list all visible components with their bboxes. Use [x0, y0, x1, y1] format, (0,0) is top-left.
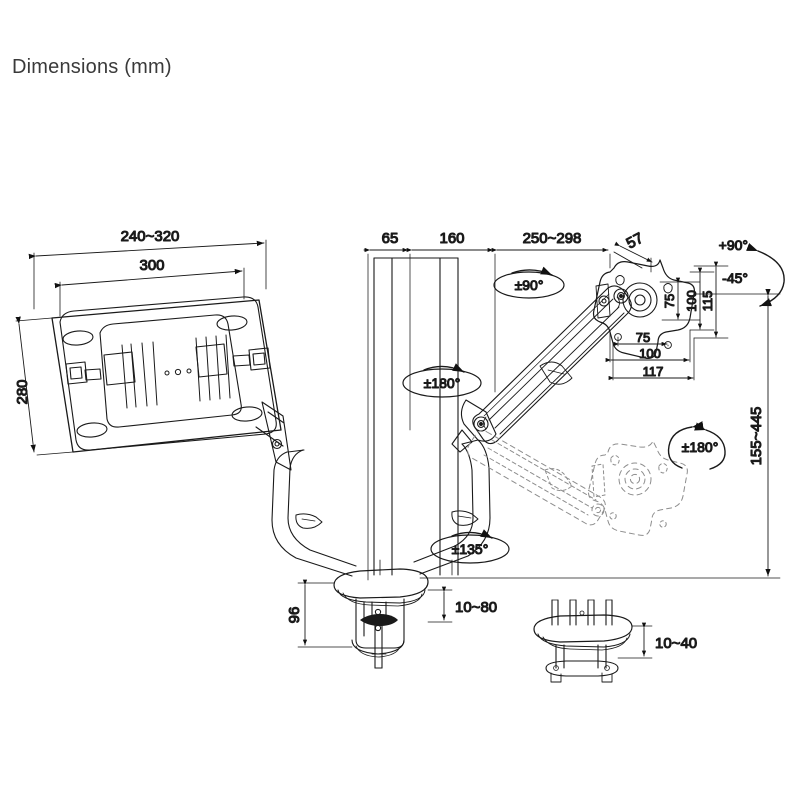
dim-left-plate-inner [54, 267, 245, 317]
angle-label-head-swivel: ±90° [515, 277, 544, 293]
dim-label-top-1: 160 [439, 230, 464, 247]
angle-label-tilt-down: -45° [722, 270, 748, 286]
left-monitor-plate [51, 296, 292, 471]
dim-label-vesa-v-2: 115 [700, 291, 715, 312]
screen-rotation-arrow [667, 421, 726, 470]
dim-label-outer-width: 240~320 [121, 228, 180, 245]
dim-label-vesa-v-1: 100 [684, 290, 699, 312]
dim-label-vesa-h-1: 100 [639, 346, 661, 361]
dim-clamp-height [297, 579, 353, 648]
dim-label-desk-thickness: 10~80 [455, 599, 497, 616]
dim-height-range [419, 288, 781, 579]
right-arm [413, 439, 491, 575]
dim-label-grommet-thickness: 10~40 [655, 635, 697, 652]
dim-label-top-3: 57 [624, 230, 647, 253]
dim-vesa-vertical [659, 261, 729, 339]
base-rotation-arrow [430, 529, 510, 564]
angle-label-tilt-up: +90° [719, 237, 748, 253]
dim-label-height-range: 155~445 [748, 407, 765, 466]
dim-label-top-0: 65 [382, 230, 399, 247]
desk-clamp-base [333, 568, 429, 669]
dim-desk-thickness [427, 586, 453, 623]
angle-label-base-rotation: ±135° [452, 541, 489, 557]
dim-grommet-thickness [617, 622, 653, 659]
page-title: Dimensions (mm) [12, 56, 172, 78]
dim-label-inner-width: 300 [139, 257, 164, 274]
ghost-vesa-head [588, 440, 688, 536]
dim-top-chain [363, 241, 653, 581]
dim-label-plate-height: 280 [14, 379, 31, 404]
left-arm [271, 449, 357, 577]
arm-rotation-arrow [402, 363, 482, 398]
dim-label-vesa-h-0: 75 [636, 330, 650, 345]
center-pole [373, 257, 459, 576]
dim-label-vesa-v-0: 75 [662, 294, 677, 308]
tilt-angle-arrow [746, 242, 785, 307]
angle-label-arm-rotation: ±180° [424, 375, 461, 391]
gas-spring-arm [451, 285, 632, 453]
dim-label-vesa-h-2: 117 [643, 364, 664, 379]
ghost-arm [467, 429, 606, 526]
dim-left-plate-outer [28, 239, 267, 310]
angle-label-screen-rotation: ±180° [682, 439, 719, 455]
head-swivel-arrow [493, 266, 565, 299]
dim-label-top-2: 250~298 [523, 230, 582, 247]
dim-vesa-horizontal [605, 329, 695, 381]
dim-label-clamp-height: 96 [286, 607, 303, 624]
grommet-mount [533, 599, 633, 683]
dim-left-plate-height [15, 316, 74, 456]
